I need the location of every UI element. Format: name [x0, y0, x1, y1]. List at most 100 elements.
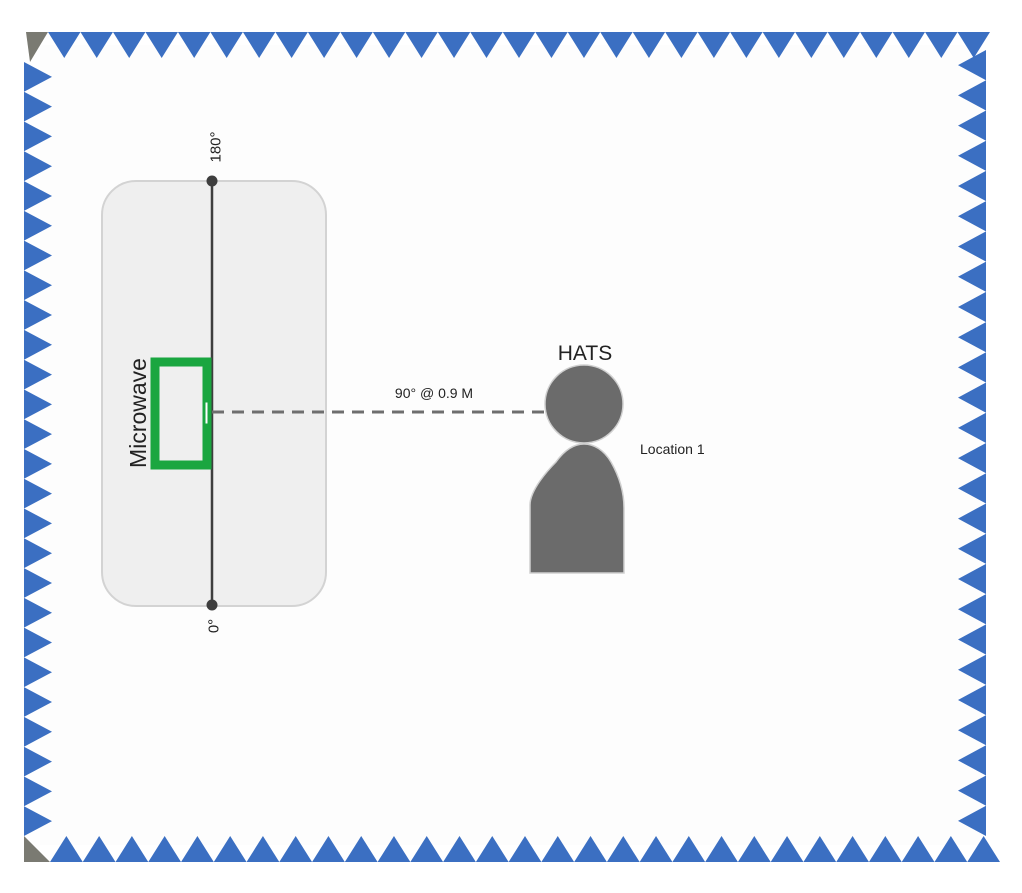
absorber-wedge: [443, 836, 476, 862]
absorber-wedge: [24, 121, 52, 152]
absorber-wedge: [567, 32, 601, 58]
absorber-wedge: [344, 836, 378, 862]
absorber-wedge: [958, 443, 986, 474]
absorber-wedges-bottom: [50, 836, 1000, 862]
corner-piece-top-left: [26, 32, 48, 62]
absorber-wedge: [24, 181, 52, 211]
absorber-wedge: [958, 624, 986, 655]
absorber-wedge: [672, 836, 706, 862]
absorber-wedge: [697, 32, 731, 58]
absorber-wedge: [892, 32, 926, 58]
absorber-wedge: [967, 836, 1000, 862]
axis-endpoint-top: [206, 175, 218, 187]
absorber-wedge: [410, 836, 444, 862]
absorber-wedge: [639, 836, 673, 862]
axis-endpoint-bottom: [206, 599, 218, 611]
absorber-wedge: [958, 533, 986, 564]
absorber-wedge: [470, 32, 503, 58]
angle-0-label: 0°: [206, 619, 223, 633]
absorber-wedge: [958, 715, 986, 746]
absorber-wedge: [958, 170, 986, 202]
absorber-wedge: [82, 836, 116, 862]
absorber-wedge: [24, 746, 52, 777]
absorber-wedge: [24, 568, 52, 598]
absorber-wedges-top: [48, 32, 990, 58]
absorber-wedge: [958, 110, 986, 141]
absorber-wedge: [307, 32, 341, 58]
absorber-wedge: [958, 473, 986, 504]
absorber-wedge: [312, 836, 345, 862]
absorber-wedge: [372, 32, 406, 58]
absorber-wedge: [275, 32, 308, 58]
absorber-wedge: [377, 836, 411, 862]
absorber-wedge: [24, 806, 52, 836]
hats-head: [544, 364, 624, 444]
measurement-label: 90° @ 0.9 M: [395, 385, 473, 401]
absorber-wedge: [665, 32, 698, 58]
absorber-wedge: [958, 382, 986, 413]
absorber-wedge: [24, 270, 52, 301]
absorber-wedge: [24, 776, 52, 807]
absorber-wedge: [115, 836, 149, 862]
absorber-wedge: [24, 597, 52, 628]
absorber-wedge: [340, 32, 373, 58]
absorber-wedge: [24, 389, 52, 420]
absorber-wedge: [279, 836, 313, 862]
absorber-wedge: [957, 32, 990, 58]
absorber-wedge: [24, 419, 52, 449]
absorber-wedge: [705, 836, 738, 862]
absorber-wedge: [508, 836, 542, 862]
absorber-wedge: [80, 32, 113, 58]
absorber-wedge: [210, 32, 243, 58]
absorber-wedge: [803, 836, 837, 862]
absorber-wedge: [934, 836, 968, 862]
absorber-wedge: [148, 836, 182, 862]
absorber-wedge: [958, 201, 986, 232]
microwave-door-handle: [204, 401, 209, 425]
microwave-label: Microwave: [125, 358, 151, 468]
absorber-wedge: [24, 657, 52, 688]
absorber-wedge: [606, 836, 640, 862]
absorber-wedge: [475, 836, 509, 862]
absorber-wedge: [836, 836, 869, 862]
absorber-wedge: [958, 594, 986, 625]
absorber-wedge: [574, 836, 607, 862]
absorber-wedge: [213, 836, 247, 862]
absorber-wedge: [50, 836, 83, 862]
absorber-wedge: [24, 151, 52, 182]
absorber-wedge: [181, 836, 214, 862]
absorber-wedge: [958, 503, 986, 534]
absorber-wedge: [762, 32, 796, 58]
absorber-wedge: [958, 322, 986, 353]
absorber-wedge: [925, 32, 958, 58]
hats-torso: [529, 443, 625, 574]
absorber-wedge: [958, 231, 986, 262]
absorber-wedge: [24, 240, 52, 271]
absorber-wedge: [24, 91, 52, 122]
absorber-wedge: [958, 684, 986, 716]
absorber-wedges-right: [958, 50, 986, 836]
absorber-wedge: [24, 359, 52, 390]
location-label: Location 1: [640, 441, 705, 457]
absorber-wedge: [112, 32, 146, 58]
angle-180-label: 180°: [208, 131, 225, 162]
absorber-wedge: [632, 32, 666, 58]
absorber-wedge: [437, 32, 471, 58]
absorber-wedge: [860, 32, 893, 58]
absorber-wedge: [795, 32, 828, 58]
absorber-wedge: [958, 412, 986, 443]
absorber-wedge: [24, 508, 52, 539]
absorber-wedge: [177, 32, 211, 58]
absorber-wedge: [737, 836, 771, 862]
absorber-wedge: [535, 32, 568, 58]
hats-label: HATS: [558, 342, 612, 365]
absorber-wedge: [24, 300, 52, 330]
absorber-wedge: [958, 805, 986, 836]
corner-piece-bottom-left: [24, 836, 50, 862]
absorber-wedge: [958, 140, 986, 171]
absorber-wedge: [48, 32, 81, 58]
absorber-wedge: [24, 449, 52, 479]
absorber-wedge: [600, 32, 633, 58]
absorber-wedge: [405, 32, 438, 58]
